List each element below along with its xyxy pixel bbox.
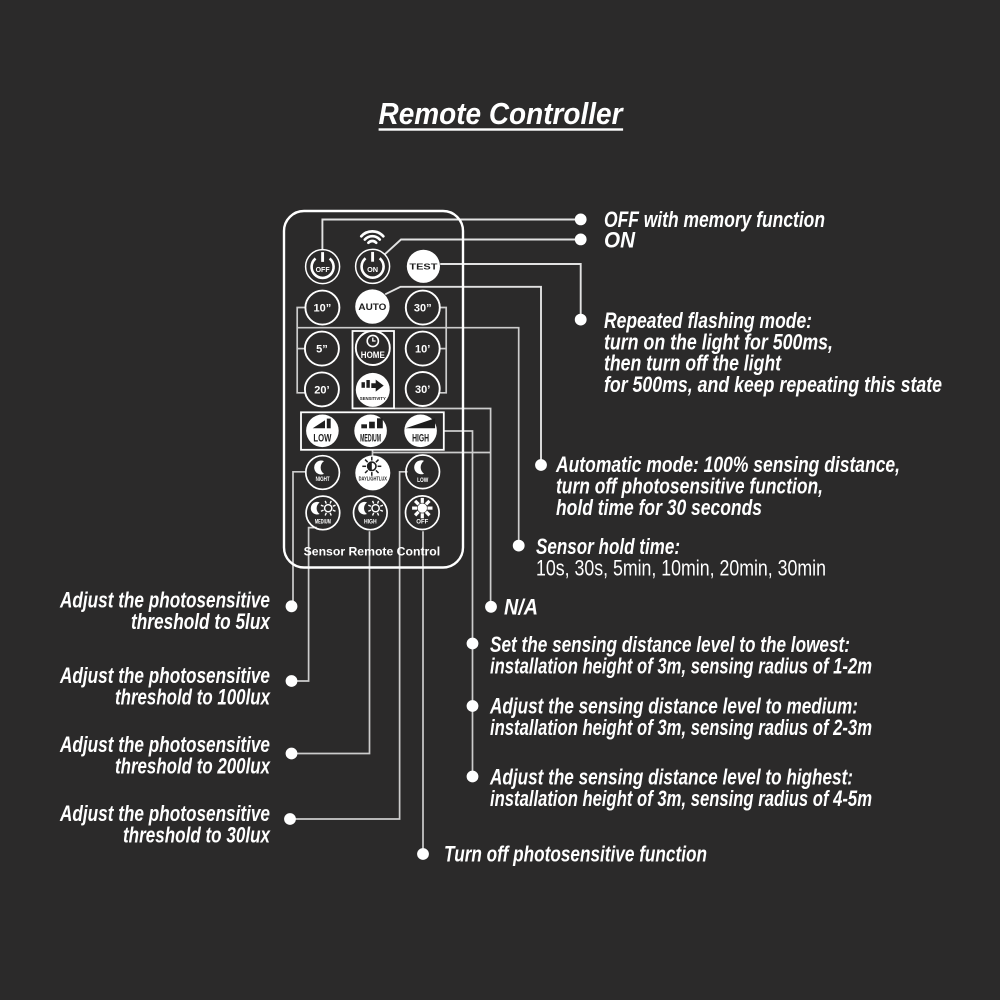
svg-text:10”: 10” <box>314 303 332 315</box>
svg-text:ON: ON <box>367 267 378 274</box>
svg-text:Sensor hold time:: Sensor hold time: <box>536 534 680 559</box>
svg-text:30’: 30’ <box>415 384 430 396</box>
svg-text:LOW: LOW <box>417 478 428 484</box>
svg-text:Adjust the sensing distance le: Adjust the sensing distance level to hig… <box>489 765 853 790</box>
svg-text:LOW: LOW <box>313 432 331 444</box>
svg-text:N/A: N/A <box>504 595 538 620</box>
svg-text:Remote Controller: Remote Controller <box>379 96 625 131</box>
svg-text:10’: 10’ <box>415 344 430 356</box>
svg-text:5”: 5” <box>316 344 328 356</box>
svg-text:Turn off photosensitive functi: Turn off photosensitive function <box>444 842 707 867</box>
svg-text:MEDIUM: MEDIUM <box>315 520 331 526</box>
svg-text:AUTO: AUTO <box>358 301 386 312</box>
svg-text:threshold to 5lux: threshold to 5lux <box>131 609 271 634</box>
svg-text:TEST: TEST <box>409 261 438 271</box>
svg-text:for 500ms, and keep repeating: for 500ms, and keep repeating this state <box>604 372 942 397</box>
svg-text:MEDIUM: MEDIUM <box>360 432 381 444</box>
svg-text:10s, 30s, 5min, 10min, 20min,: 10s, 30s, 5min, 10min, 20min, 30min <box>536 556 826 581</box>
svg-text:installation height of 3m, sen: installation height of 3m, sensing radiu… <box>490 654 872 679</box>
svg-text:HOME: HOME <box>361 350 385 360</box>
svg-text:ON: ON <box>604 227 636 252</box>
svg-text:Repeated flashing mode:: Repeated flashing mode: <box>604 308 812 333</box>
svg-text:Adjust the photosensitive: Adjust the photosensitive <box>59 588 270 613</box>
svg-text:turn off photosensitive functi: turn off photosensitive function, <box>556 474 823 499</box>
svg-text:Adjust the sensing distance le: Adjust the sensing distance level to med… <box>489 694 858 719</box>
svg-text:Automatic mode: 100% sensing d: Automatic mode: 100% sensing distance, <box>555 452 900 477</box>
svg-text:OFF: OFF <box>316 267 331 274</box>
svg-text:Adjust the photosensitive: Adjust the photosensitive <box>59 732 270 757</box>
svg-text:OFF: OFF <box>416 520 428 526</box>
svg-text:OFF with memory function: OFF with memory function <box>604 207 825 232</box>
svg-text:DAYLIGHTLUX: DAYLIGHTLUX <box>359 477 387 483</box>
svg-text:threshold to 100lux: threshold to 100lux <box>115 684 271 709</box>
svg-text:NIGHT: NIGHT <box>316 477 330 483</box>
svg-text:installation height of 3m, sen: installation height of 3m, sensing radiu… <box>490 786 872 811</box>
svg-text:HIGH: HIGH <box>364 520 377 526</box>
svg-text:then turn off the light: then turn off the light <box>604 351 782 376</box>
svg-text:installation height of 3m, sen: installation height of 3m, sensing radiu… <box>490 715 872 740</box>
svg-text:hold time for 30 seconds: hold time for 30 seconds <box>556 495 762 520</box>
svg-text:HIGH: HIGH <box>412 432 429 444</box>
svg-text:30”: 30” <box>414 303 432 315</box>
svg-text:threshold to 200lux: threshold to 200lux <box>115 753 271 778</box>
svg-text:threshold to 30lux: threshold to 30lux <box>123 822 271 847</box>
svg-text:20’: 20’ <box>314 384 329 396</box>
svg-text:SENSITIVITY: SENSITIVITY <box>360 396 387 402</box>
svg-text:Set the sensing distance level: Set the sensing distance level to the lo… <box>490 632 850 657</box>
svg-text:Adjust the photosensitive: Adjust the photosensitive <box>59 663 270 688</box>
svg-text:Sensor Remote Control: Sensor Remote Control <box>304 544 441 558</box>
svg-text:Adjust the photosensitive: Adjust the photosensitive <box>59 801 270 826</box>
svg-text:turn on the light for 500ms,: turn on the light for 500ms, <box>604 329 833 354</box>
